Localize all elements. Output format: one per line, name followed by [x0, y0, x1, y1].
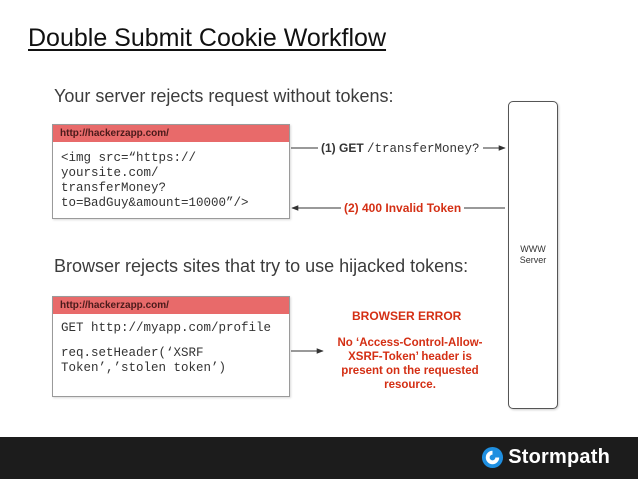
browser-url-bar: http://hackerzapp.com/	[53, 125, 289, 142]
error-line: present on the requested	[341, 365, 479, 377]
error-line: XSRF-Token’ header is	[348, 351, 472, 363]
server-label-line: WWW	[520, 244, 546, 254]
request-label-prefix: (1) GET	[321, 141, 368, 155]
attacker-browser-window-2: http://hackerzapp.com/ GET http://myapp.…	[52, 296, 290, 397]
request-label-path: /transferMoney?	[367, 142, 480, 156]
code-line: transferMoney?	[61, 181, 167, 195]
brand-logo: Stormpath	[481, 446, 610, 469]
footer-bar: Stormpath	[0, 437, 638, 479]
browser-url-bar: http://hackerzapp.com/	[53, 297, 289, 314]
code-line: Token’,’stolen token’)	[61, 361, 227, 375]
attacker-browser-window-1: http://hackerzapp.com/ <img src=“https:/…	[52, 124, 290, 219]
stormpath-logo-icon	[482, 446, 504, 469]
code-line: GET http://myapp.com/profile	[61, 321, 272, 335]
request-label: (1) GET /transferMoney?	[318, 141, 483, 156]
server-label-line: Server	[519, 255, 547, 265]
browser-error-title: BROWSER ERROR	[352, 309, 462, 323]
code-line: req.setHeader(‘XSRF	[61, 346, 204, 360]
brand-name: Stormpath	[508, 446, 610, 468]
code-line: yoursite.com/	[61, 166, 159, 180]
code-line: <img src=“https://	[61, 151, 197, 165]
section-heading-server-rejects: Your server rejects request without toke…	[54, 86, 394, 106]
browser-error-description: No ‘Access-Control-Allow- XSRF-Token’ he…	[326, 336, 494, 392]
code-line: to=BadGuy&amount=10000”/>	[61, 196, 249, 210]
section-heading-browser-rejects: Browser rejects sites that try to use hi…	[54, 256, 469, 276]
slide-title: Double Submit Cookie Workflow	[28, 24, 387, 52]
error-line: resource.	[384, 379, 436, 391]
www-server-box: WWW Server	[508, 101, 558, 409]
server-label: WWW Server	[509, 244, 557, 266]
error-line: No ‘Access-Control-Allow-	[337, 337, 483, 349]
response-label: (2) 400 Invalid Token	[341, 201, 465, 215]
code-snippet-img-tag: <img src=“https://yoursite.com/transferM…	[53, 142, 289, 211]
